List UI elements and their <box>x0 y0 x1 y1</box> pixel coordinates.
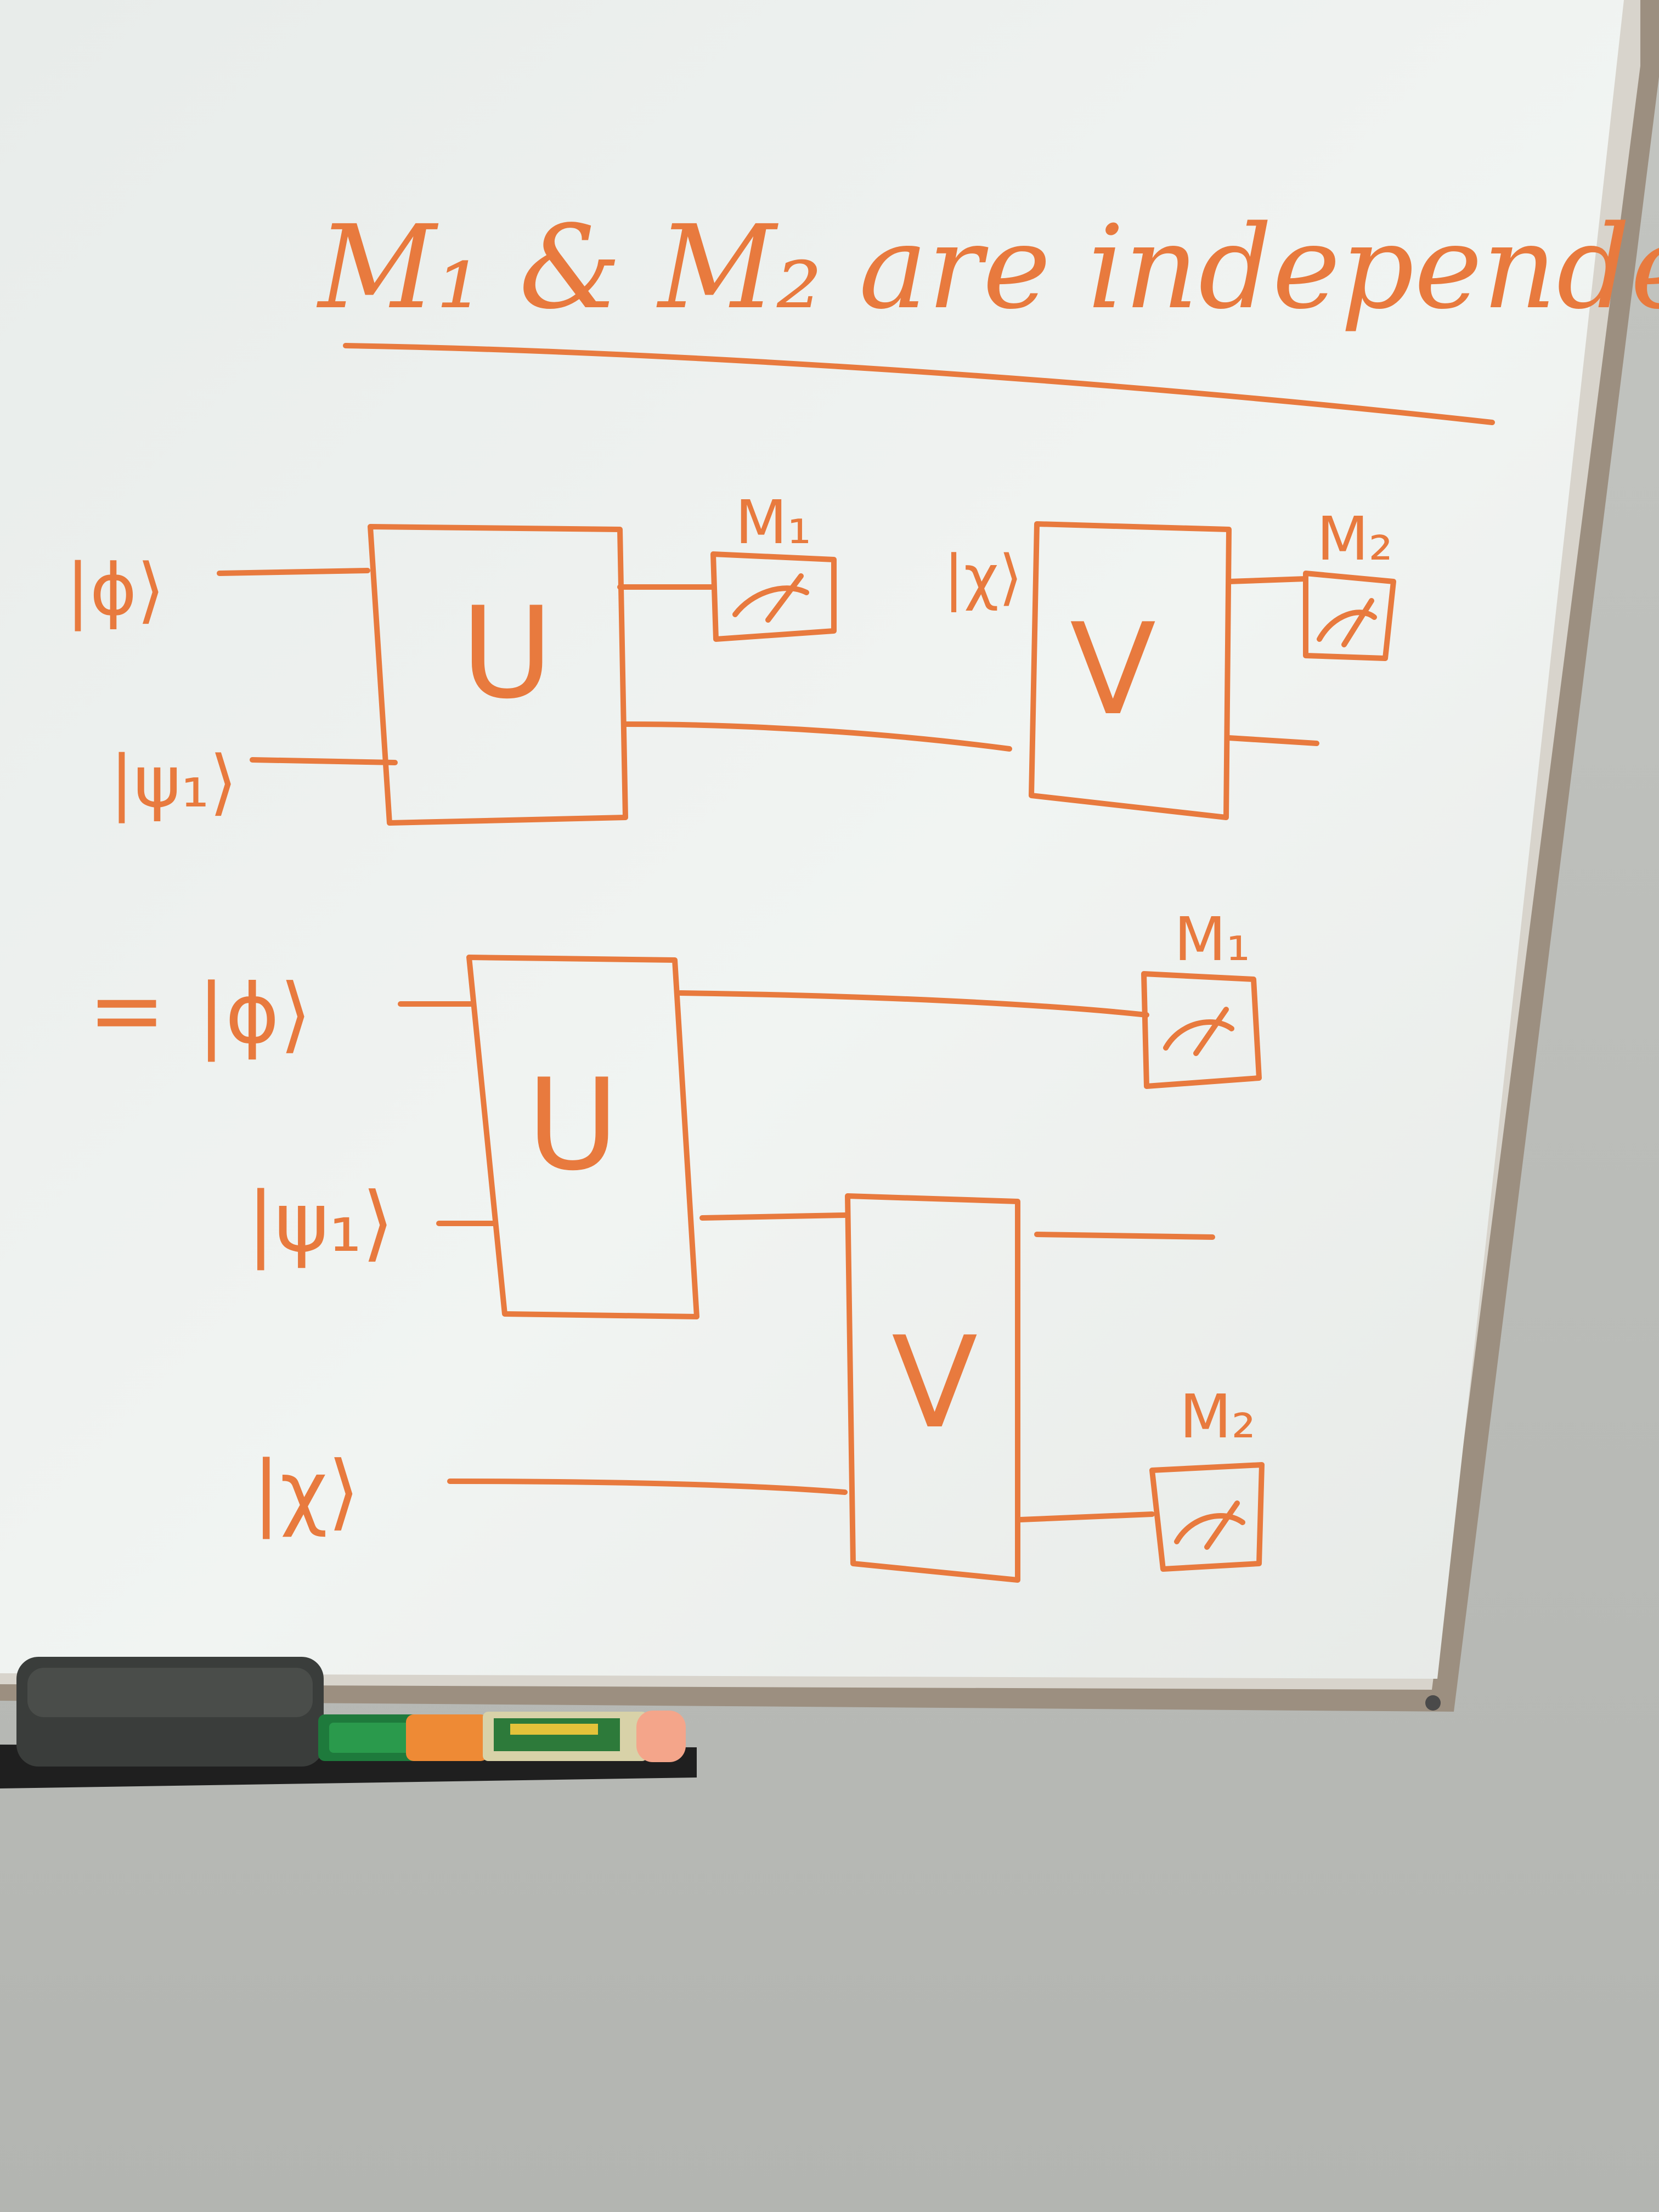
heading-underline <box>343 343 1495 425</box>
bottom-wire-chi <box>447 1479 848 1495</box>
bottom-gate-u-box <box>466 955 699 1319</box>
bottom-meter-m2 <box>1149 1462 1265 1572</box>
top-meter-m1 <box>710 551 837 642</box>
circuit-top: |ϕ⟩ |ψ₁⟩ |χ⟩ U M₁ V M₂ <box>66 487 1396 826</box>
frame-screw <box>1425 1695 1441 1711</box>
bottom-wire-v-out2 <box>1018 1511 1155 1522</box>
bottom-meas-m1-label: M₁ <box>1174 904 1250 974</box>
top-gate-v-box <box>1029 521 1232 820</box>
bottom-wire-v-out1 <box>1034 1232 1215 1240</box>
bottom-input-chi: |χ⟩ <box>252 1444 360 1539</box>
top-gate-u-box <box>368 524 628 826</box>
top-meter-m2 <box>1303 571 1396 661</box>
bottom-gate-v-label: V <box>891 1310 978 1457</box>
top-input-chi: |χ⟩ <box>944 542 1023 613</box>
top-meas-m1-label: M₁ <box>735 487 811 557</box>
marker-tray <box>0 1657 697 1788</box>
top-wire-psi1 <box>250 757 398 765</box>
bottom-wire-u-out1 <box>678 990 1149 1018</box>
bottom-wire-u-out2 <box>699 1212 848 1221</box>
top-wire-v-out2 <box>1226 735 1319 746</box>
bottom-gate-v-box <box>845 1193 1020 1583</box>
orange-marker[interactable] <box>406 1711 686 1762</box>
bottom-meter-m1 <box>1141 971 1262 1089</box>
equals-sign: = <box>88 956 166 1065</box>
bottom-meas-m2-label: M₂ <box>1180 1381 1256 1452</box>
heading-text: M₁ & M₂ are independent <box>316 200 1659 335</box>
top-input-phi: |ϕ⟩ <box>66 548 165 631</box>
top-wire-phi <box>217 568 370 576</box>
top-gate-v-label: V <box>1070 597 1156 743</box>
top-wire-u-out2 <box>623 721 1012 752</box>
bottom-input-phi: |ϕ⟩ <box>198 967 312 1062</box>
top-meas-m2-label: M₂ <box>1317 504 1393 574</box>
circuit-bottom: = |ϕ⟩ |ψ₁⟩ |χ⟩ U M₁ V M₂ <box>88 904 1265 1583</box>
eraser[interactable] <box>16 1657 324 1767</box>
top-gate-u-label: U <box>461 580 553 727</box>
bottom-input-psi1: |ψ₁⟩ <box>247 1175 394 1271</box>
top-wire-v-out1 <box>1226 576 1308 584</box>
bottom-gate-u-label: U <box>527 1052 619 1199</box>
top-input-psi1: |ψ₁⟩ <box>110 740 237 823</box>
board-surface <box>0 0 1624 1679</box>
